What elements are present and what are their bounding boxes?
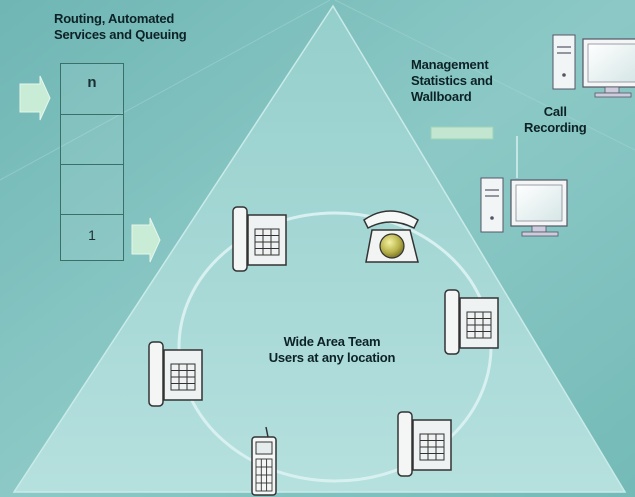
- queue-slot: [61, 114, 123, 163]
- incoming-arrow-icon: [19, 75, 51, 121]
- divider-line: [0, 0, 331, 181]
- team-label: Wide Area Team Users at any location: [268, 334, 396, 365]
- desk-phone-icon: [444, 289, 499, 355]
- management-label: Management Statistics and Wallboard: [411, 57, 493, 104]
- queue-slot-bottom-label: 1: [88, 227, 96, 243]
- queue-slot-bottom: 1: [61, 214, 123, 263]
- computer-icon: [552, 34, 635, 98]
- routing-label: Routing, Automated Services and Queuing: [54, 11, 187, 42]
- computer-icon: [480, 177, 568, 237]
- rotary-phone-icon: [363, 210, 419, 263]
- queue-slot-top: n: [61, 64, 123, 112]
- desk-phone-icon: [232, 206, 287, 272]
- divider-line: [334, 0, 635, 151]
- desk-phone-icon: [148, 341, 203, 407]
- wallboard-display: [430, 126, 494, 140]
- mobile-phone-icon: [251, 426, 277, 496]
- outgoing-arrow-icon: [131, 217, 161, 263]
- queue-slot-top-label: n: [87, 74, 97, 91]
- call-queue: n 1: [60, 63, 124, 261]
- recording-label: Call Recording: [524, 104, 587, 135]
- queue-slot: [61, 164, 123, 213]
- desk-phone-icon: [397, 411, 452, 477]
